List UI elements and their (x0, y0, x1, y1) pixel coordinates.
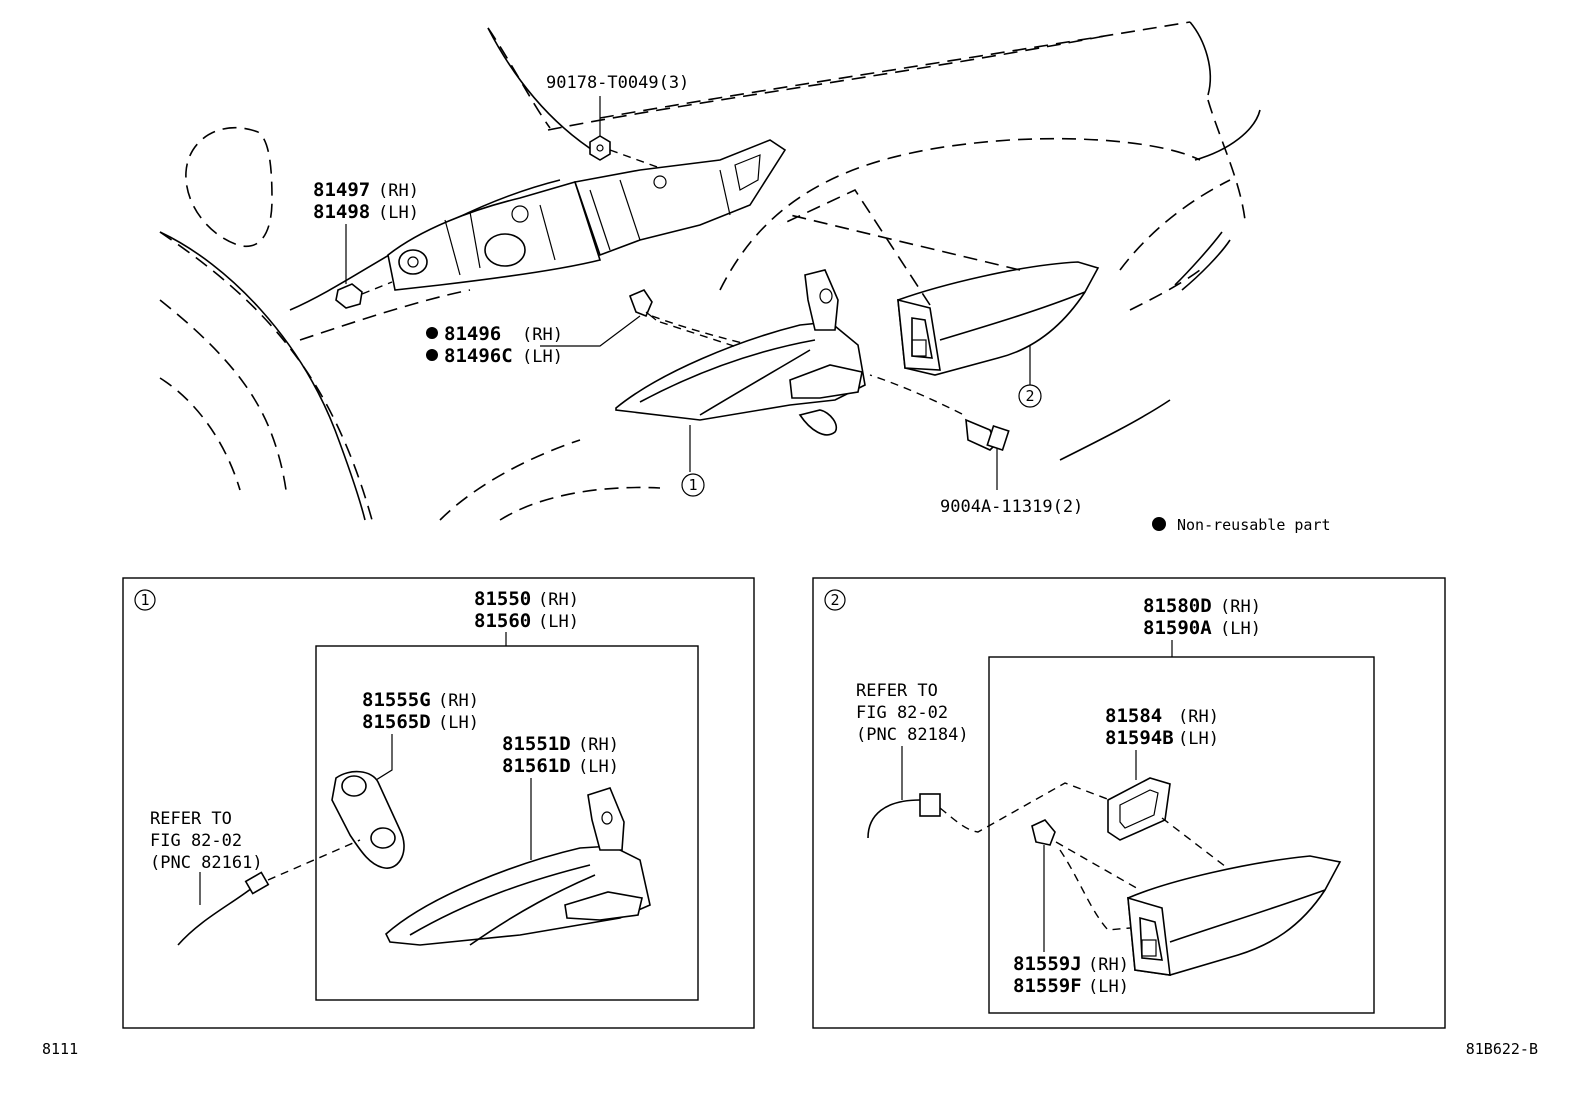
clip-81496 (540, 289, 771, 351)
panel-1-callout: 1 (140, 591, 149, 609)
label-81496C: 81496C (444, 345, 513, 367)
bolt-9004A (869, 374, 1010, 490)
callout-1: 1 (681, 473, 705, 497)
panel-2-wire (867, 799, 921, 839)
panel-1-refer-3: (PNC 82161) (150, 853, 263, 873)
panel-2-gasket-lh-side: (LH) (1178, 729, 1219, 749)
panel-1-assy-rh: 81550 (474, 588, 531, 610)
callout-1-text: 1 (688, 476, 697, 494)
label-9004A: 9004A-11319(2) (940, 497, 1083, 517)
panel-2-detail: 2 81580D (RH) 81590A (LH) REFER TO FIG 8… (812, 577, 1446, 1029)
panel-1-lens-lh-side: (LH) (578, 757, 619, 777)
panel-2-clip-rh-side: (RH) (1088, 955, 1129, 975)
panel-1-socket-rh: 81555G (362, 689, 431, 711)
panel-2-clip-lh: 81559F (1013, 975, 1082, 997)
panel-1-assy-rh-side: (RH) (538, 590, 579, 610)
panel-2-clip-rh: 81559J (1013, 953, 1082, 975)
panel-2-assy-lh: 81590A (1143, 617, 1212, 639)
panel-2-frame (812, 577, 1446, 1029)
panel-2-assy-lh-side: (LH) (1220, 619, 1261, 639)
label-81496C-side: (LH) (522, 347, 563, 367)
label-81497-side: (RH) (378, 181, 419, 201)
panel-1-socket-rh-side: (RH) (438, 691, 479, 711)
label-81497: 81497 (313, 179, 370, 201)
lamp-assembly-1 (615, 269, 866, 472)
panel-1-detail: 1 81550 (RH) 81560 (LH) 81555G (RH) 8156… (122, 577, 755, 1029)
non-reusable-dot-81496 (426, 327, 438, 339)
panel-1-inner-frame (315, 645, 699, 1001)
panel-2-gasket-rh: 81584 (1105, 705, 1162, 727)
panel-1-socket-lh-side: (LH) (438, 713, 479, 733)
panel-1-lens-rh: 81551D (502, 733, 571, 755)
label-81498: 81498 (313, 201, 370, 223)
panel-1-assy-lh: 81560 (474, 610, 531, 632)
lamp-assembly-2 (779, 188, 1100, 385)
body-mounting-panel (387, 139, 787, 291)
label-81496: 81496 (444, 323, 501, 345)
label-81498-side: (LH) (378, 203, 419, 223)
footer-left-code: 8111 (42, 1040, 78, 1058)
vehicle-body-outline (159, 21, 1261, 521)
panel-1-lens-lh: 81561D (502, 755, 571, 777)
panel-1-socket-part (331, 770, 405, 869)
panel-2-inner-frame (988, 656, 1375, 1014)
panel-2-assy-rh: 81580D (1143, 595, 1212, 617)
clip-81497 (335, 224, 393, 309)
callout-2: 2 (1018, 384, 1042, 408)
panel-2-gasket-part (1107, 777, 1171, 841)
panel-2-clip-part (1031, 819, 1056, 846)
panel-1-frame (122, 577, 755, 1029)
panel-1-wire (177, 887, 253, 946)
callout-2-text: 2 (1025, 387, 1034, 405)
footer-right-code: 81B622-B (1466, 1040, 1538, 1058)
panel-2-refer-2: FIG 82-02 (856, 703, 948, 723)
panel-2-assy-rh-side: (RH) (1220, 597, 1261, 617)
panel-2-clip-lh-side: (LH) (1088, 977, 1129, 997)
label-81496-side: (RH) (522, 325, 563, 345)
panel-2-lamp-part (1127, 855, 1342, 976)
legend-dot (1152, 517, 1166, 531)
nut-90178 (589, 96, 661, 169)
panel-2-refer-3: (PNC 82184) (856, 725, 969, 745)
panel-1-refer-2: FIG 82-02 (150, 831, 242, 851)
panel-1-refer-1: REFER TO (150, 809, 232, 829)
panel-2-gasket-lh: 81594B (1105, 727, 1174, 749)
label-90178: 90178-T0049(3) (546, 73, 689, 93)
panel-2-gasket-rh-side: (RH) (1178, 707, 1219, 727)
panel-1-lens-rh-side: (RH) (578, 735, 619, 755)
panel-2-refer-1: REFER TO (856, 681, 938, 701)
non-reusable-dot-81496C (426, 349, 438, 361)
panel-2-callout: 2 (830, 591, 839, 609)
panel-1-assy-lh-side: (LH) (538, 612, 579, 632)
legend-text: Non-reusable part (1177, 516, 1331, 534)
panel-1-socket-lh: 81565D (362, 711, 431, 733)
